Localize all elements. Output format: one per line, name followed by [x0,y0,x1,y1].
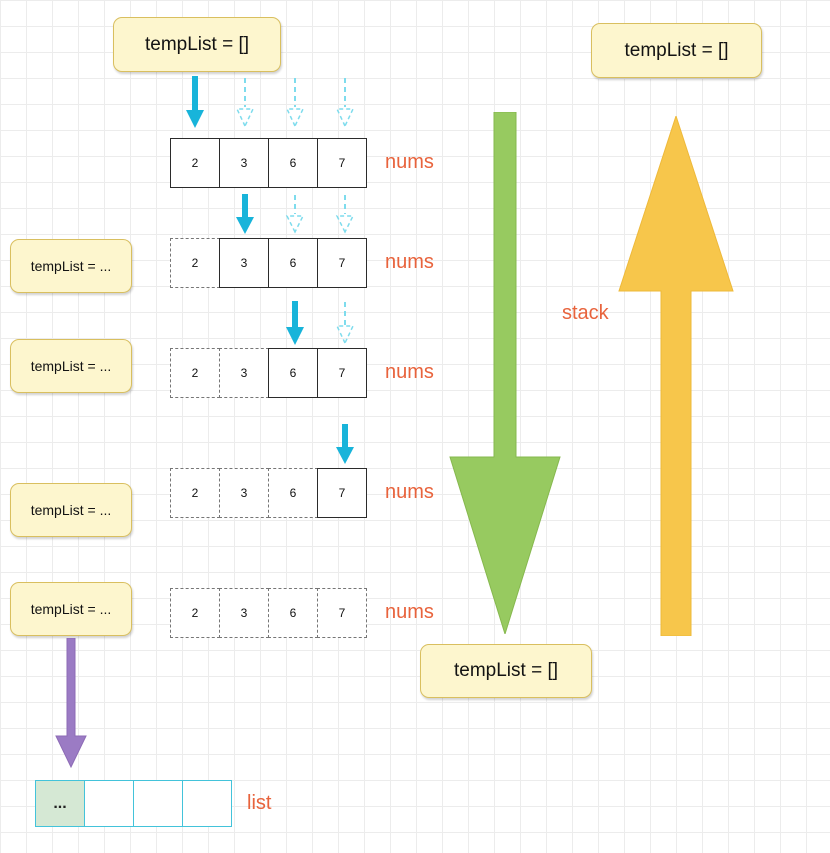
templist-left-4-label: tempList = ... [30,601,112,617]
array-cell: 7 [317,348,367,398]
templist-box-top-right: tempList = [] [591,23,762,78]
array-cell: 6 [268,348,318,398]
result-down-arrow-icon [55,637,87,769]
array-cell: 3 [219,468,269,518]
array-cell: 3 [219,348,269,398]
array-cell: 3 [219,588,269,638]
down-arrow-dashed-icon [335,301,355,345]
array-cell: 2 [170,348,220,398]
array-cell: 6 [268,588,318,638]
down-arrow-dashed-icon [285,76,305,128]
recursion-down-arrow-icon [443,111,567,636]
array-cell: 2 [170,238,220,288]
templist-box-top-left: tempList = [] [113,17,281,72]
templist-box-left-2: tempList = ... [10,339,132,393]
list-cell-ellipsis: ... [35,780,85,827]
result-list: ... [35,780,232,827]
nums-label-1: nums [385,151,434,173]
templist-box-left-4: tempList = ... [10,582,132,636]
templist-left-1-label: tempList = ... [30,258,112,274]
down-arrow-dashed-icon [335,194,355,234]
array-row-5: 2 3 6 7 [170,588,367,638]
array-row-1: 2 3 6 7 [170,138,367,188]
templist-box-left-3: tempList = ... [10,483,132,537]
array-cell: 2 [170,588,220,638]
down-arrow-dashed-icon [335,76,355,128]
list-cell [133,780,183,827]
down-arrow-solid-icon [285,301,305,345]
list-cell [84,780,134,827]
list-label: list [247,792,272,814]
stack-label: stack [562,302,609,324]
array-cell: 7 [317,588,367,638]
templist-box-bottom: tempList = [] [420,644,592,698]
templist-left-2-label: tempList = ... [30,358,112,374]
array-cell: 6 [268,138,318,188]
templist-top-left-label: tempList = [] [144,33,250,55]
array-cell: 7 [317,468,367,518]
nums-label-4: nums [385,481,434,503]
array-row-4: 2 3 6 7 [170,468,367,518]
templist-top-right-label: tempList = [] [624,39,729,61]
array-cell: 6 [268,238,318,288]
nums-label-2: nums [385,251,434,273]
stack-return-up-arrow-icon [613,114,739,637]
array-cell: 3 [219,138,269,188]
down-arrow-dashed-icon [285,194,305,234]
templist-box-left-1: tempList = ... [10,239,132,293]
nums-label-5: nums [385,601,434,623]
templist-left-3-label: tempList = ... [30,502,112,518]
down-arrow-solid-icon [335,424,355,464]
array-cell: 2 [170,468,220,518]
list-cell [182,780,232,827]
array-cell: 7 [317,138,367,188]
nums-label-3: nums [385,361,434,383]
array-row-3: 2 3 6 7 [170,348,367,398]
array-cell: 6 [268,468,318,518]
array-cell: 3 [219,238,269,288]
array-cell: 2 [170,138,220,188]
array-cell: 7 [317,238,367,288]
down-arrow-dashed-icon [235,76,255,128]
templist-bottom-label: tempList = [] [453,660,559,681]
array-row-2: 2 3 6 7 [170,238,367,288]
down-arrow-solid-icon [185,76,205,128]
down-arrow-solid-icon [235,194,255,234]
